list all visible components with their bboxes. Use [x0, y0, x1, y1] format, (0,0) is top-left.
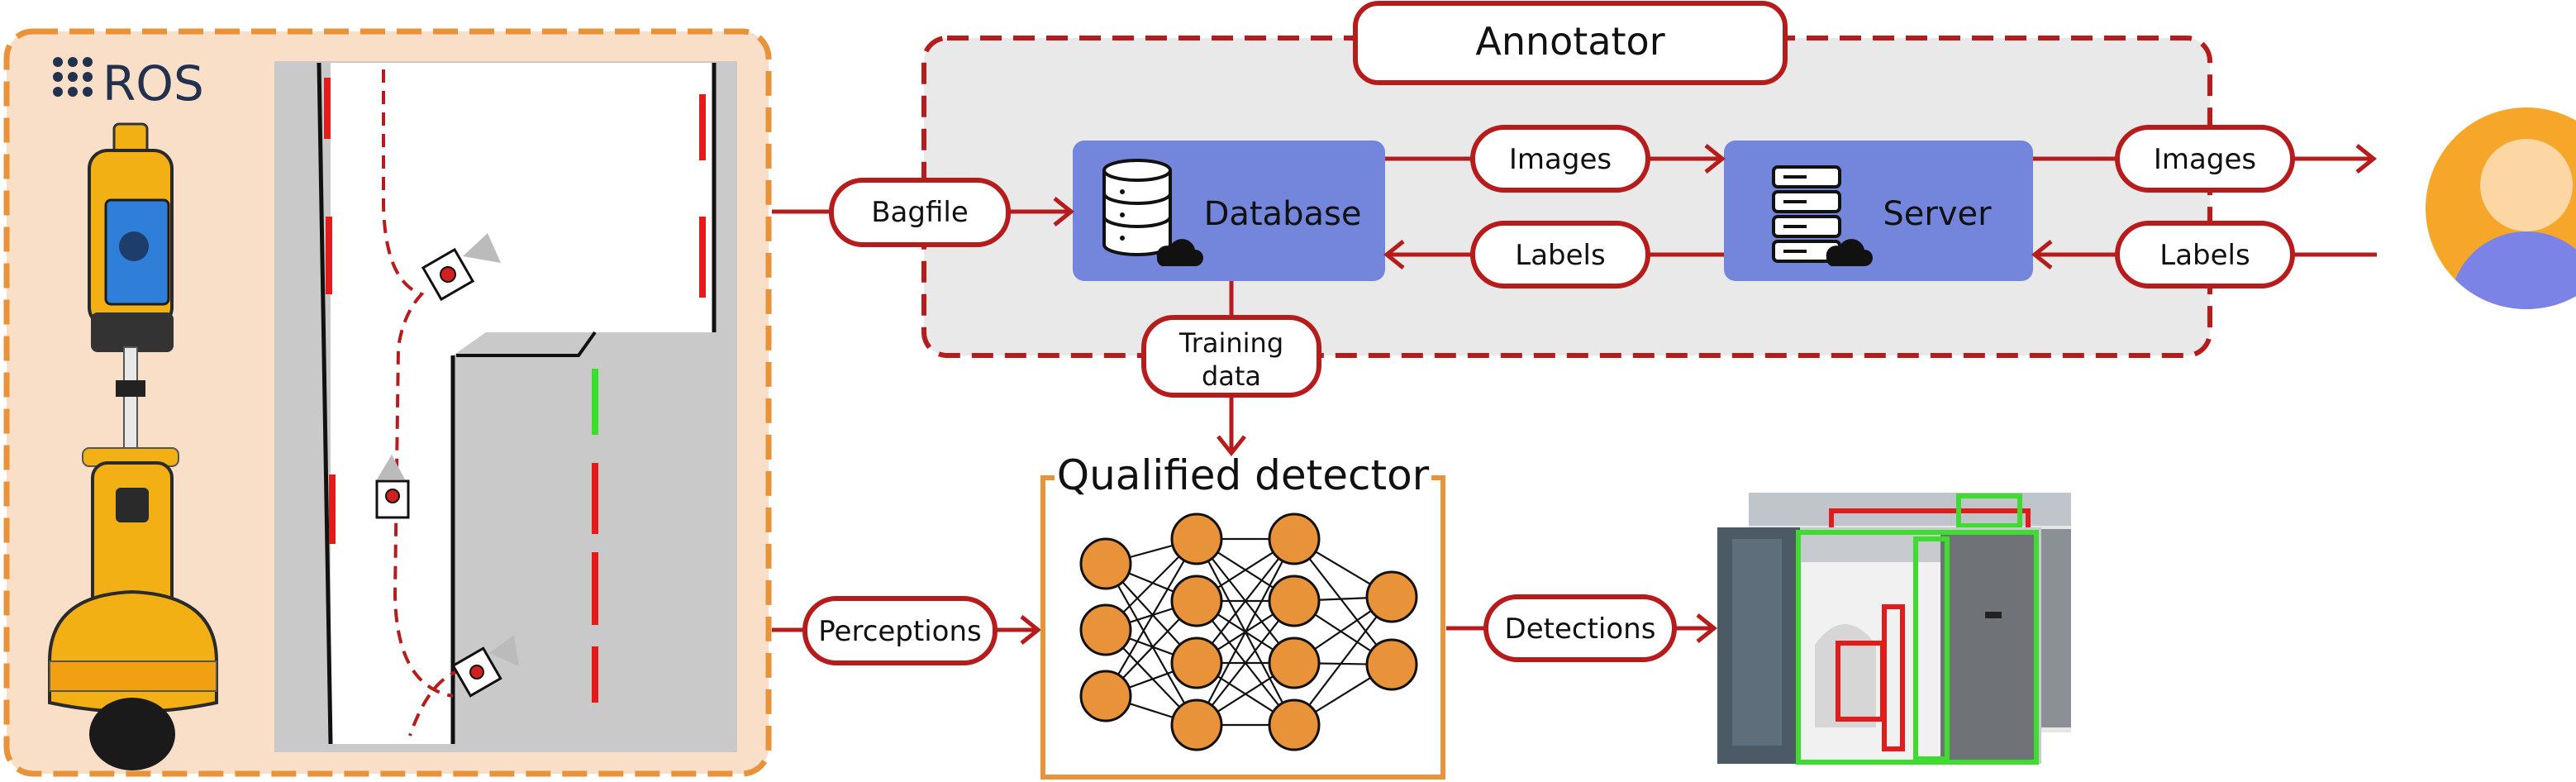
annotator-region: Annotator Database [921, 1, 2212, 358]
neural-network-node [1170, 513, 1223, 565]
database-cloud-icon [1102, 159, 1203, 266]
neural-network-nodes [1079, 513, 1418, 751]
neural-network-edge [1105, 563, 1198, 726]
edge-label-images-to-user-text: Images [2154, 143, 2256, 176]
neural-network-edge [1196, 538, 1295, 664]
neural-network-edge [1105, 538, 1198, 697]
floor-map [274, 61, 737, 752]
neural-network-node [1268, 513, 1321, 565]
detector-title: Qualified detector [1057, 451, 1430, 499]
annotator-title-box [1353, 1, 1788, 85]
database-node: Database [1073, 141, 1385, 281]
edge-label-labels-to-database: Labels [1470, 221, 1650, 288]
edge-label-training-data-line2: data [1202, 360, 1261, 392]
robot-panel: ROS [3, 28, 772, 777]
detection-images [1717, 493, 2071, 765]
edge-label-detections: Detections [1483, 594, 1677, 662]
robot-pose-icon [375, 455, 410, 519]
neural-network-node [1170, 699, 1223, 751]
database-label: Database [1204, 195, 1362, 233]
edge-label-labels-from-user-text: Labels [2159, 239, 2250, 272]
server-label: Server [1883, 195, 1992, 233]
detector-block: Qualified detector [1040, 451, 1445, 780]
neural-network-node [1079, 537, 1132, 590]
neural-network-node [1268, 699, 1321, 751]
neural-network-node [1268, 575, 1321, 627]
neural-network-edge [1293, 538, 1393, 665]
neural-network-edge [1293, 596, 1393, 726]
neural-network-node [1268, 637, 1321, 689]
neural-network-node [1079, 603, 1132, 656]
edge-label-training-data: Training data [1141, 315, 1321, 398]
neural-network-node [1079, 670, 1132, 722]
neural-network-node [1170, 575, 1223, 627]
neural-network-node [1365, 570, 1418, 623]
ros-logo-icon: ROS [53, 55, 204, 112]
edge-label-perceptions: Perceptions [802, 596, 998, 665]
robot-pose-icon [451, 635, 519, 698]
edge-label-perceptions-text: Perceptions [818, 615, 981, 648]
neural-network-node [1365, 638, 1418, 691]
annotator-title: Annotator [1475, 19, 1664, 64]
user-avatar-icon [2426, 107, 2576, 309]
edge-label-bagfile: Bagfile [829, 178, 1011, 247]
server-node: Server [1724, 141, 2033, 281]
edge-label-labels-from-user: Labels [2115, 221, 2295, 288]
map-free-space [319, 63, 714, 744]
edge-label-images-to-user: Images [2115, 125, 2295, 193]
arrowheads [1020, 144, 2378, 645]
edge-label-images-to-server-text: Images [1509, 143, 1612, 176]
robot-illustration [48, 122, 218, 770]
edge-label-detections-text: Detections [1505, 613, 1656, 646]
neural-network-edge [1196, 538, 1295, 726]
neural-network-edge [1196, 600, 1295, 726]
server-cloud-icon [1772, 165, 1873, 266]
edge-label-labels-to-database-text: Labels [1515, 239, 1605, 272]
neural-network-node [1170, 637, 1223, 689]
ros-logo-text: ROS [102, 55, 204, 112]
edge-label-bagfile-text: Bagfile [871, 196, 969, 229]
edge-label-training-data-line1: Training [1178, 327, 1283, 359]
robot-pose-icon [421, 233, 501, 302]
edge-label-images-to-server: Images [1470, 125, 1650, 193]
edges [772, 156, 2377, 632]
